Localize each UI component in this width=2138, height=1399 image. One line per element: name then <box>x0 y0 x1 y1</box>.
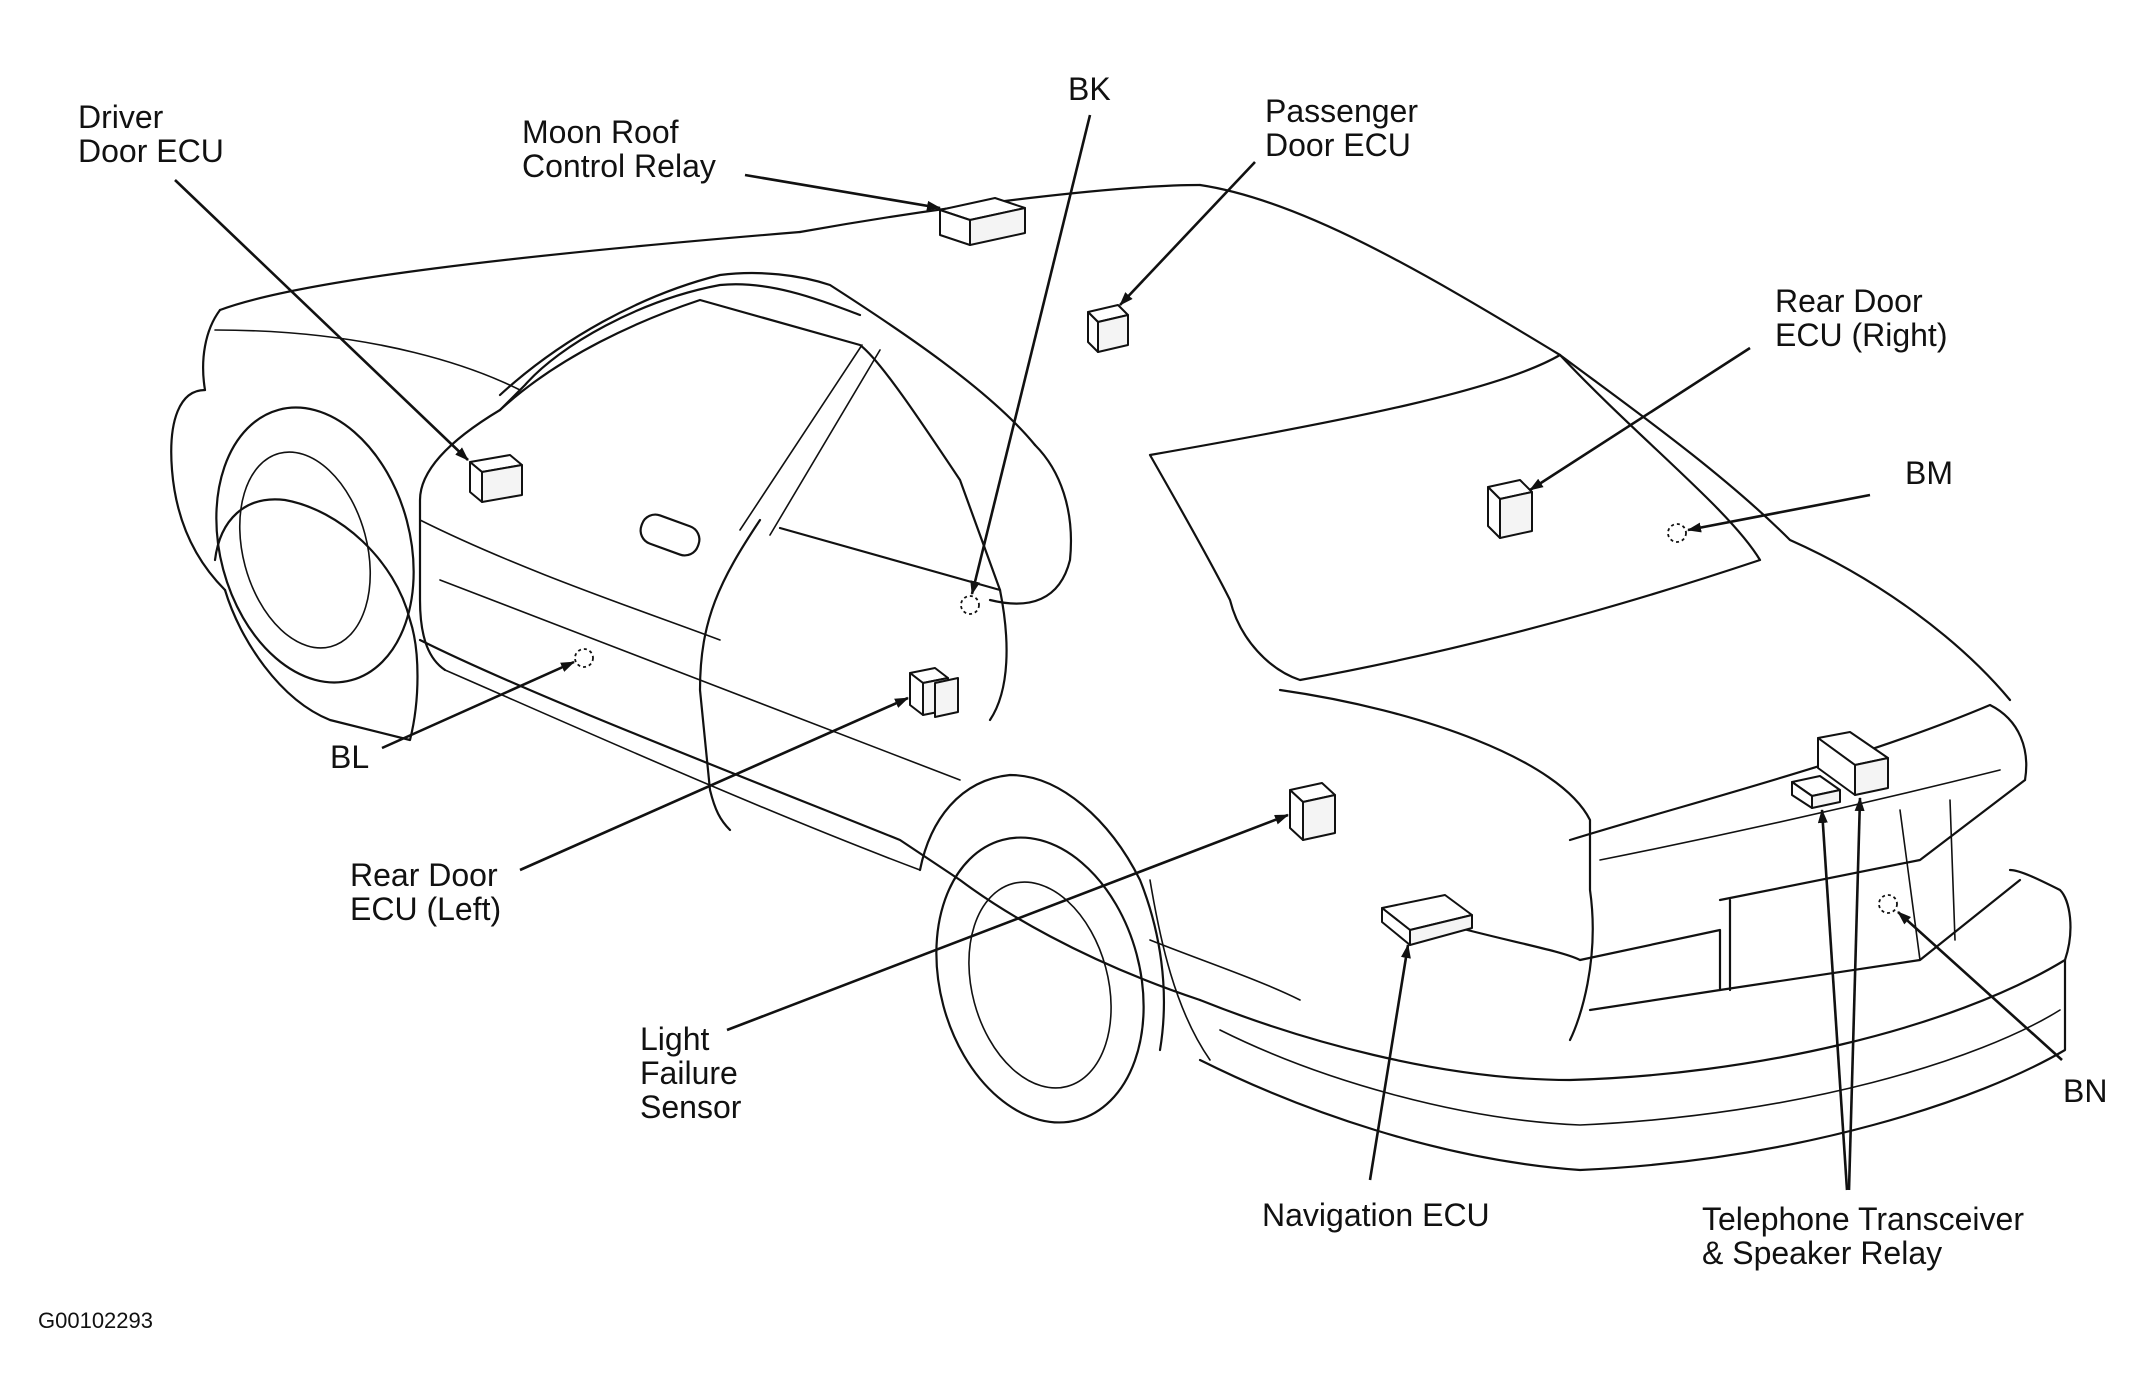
rear-door-ecu-left-box <box>909 667 959 718</box>
label-rear-door-ecu-right: Rear Door ECU (Right) <box>1775 283 1947 353</box>
label-navigation-ecu: Navigation ECU <box>1262 1197 1490 1233</box>
label-bm: BM <box>1905 455 1953 491</box>
label-bl: BL <box>330 739 369 775</box>
light-failure-sensor-box <box>1289 782 1336 841</box>
telephone-transceiver-box <box>1817 731 1889 796</box>
connector-bm <box>1667 523 1687 543</box>
moon-roof-control-relay-box <box>939 197 1026 246</box>
speaker-relay-box <box>1791 775 1841 809</box>
label-bk: BK <box>1068 71 1111 107</box>
label-light-failure-sensor: Light Failure Sensor <box>640 1021 747 1125</box>
figure-id: G00102293 <box>38 1308 153 1333</box>
connector-bn <box>1878 894 1898 914</box>
label-telephone-transceiver: Telephone Transceiver & Speaker Relay <box>1702 1201 2033 1271</box>
connector-bk <box>960 595 980 615</box>
label-moon-roof-control-relay: Moon Roof Control Relay <box>522 114 716 184</box>
label-bn: BN <box>2063 1073 2107 1109</box>
label-passenger-door-ecu: Passenger Door ECU <box>1265 93 1427 163</box>
label-driver-door-ecu: Driver Door ECU <box>78 99 224 169</box>
passenger-door-ecu-box <box>1087 304 1129 353</box>
connector-bl <box>574 648 594 668</box>
driver-door-ecu-box <box>469 454 523 503</box>
leader-lines <box>174 114 2063 1191</box>
label-rear-door-ecu-left: Rear Door ECU (Left) <box>350 857 507 927</box>
car-outline <box>170 183 2072 1172</box>
rear-door-ecu-right-box <box>1487 479 1533 539</box>
navigation-ecu-box <box>1381 894 1473 946</box>
